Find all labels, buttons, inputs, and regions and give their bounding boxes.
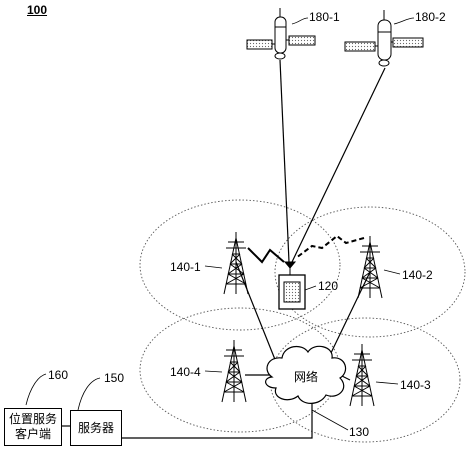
label-180-1: 180-1 <box>309 10 340 24</box>
label-150: 150 <box>104 371 125 385</box>
client-text-line1: 位置服务 <box>8 412 57 426</box>
label-180-2: 180-2 <box>415 10 446 24</box>
satellite-icon <box>344 10 424 67</box>
coverage-cell-140-1 <box>139 199 341 331</box>
cell-tower-icon <box>221 340 247 403</box>
satellite-link-180-1 <box>279 59 290 263</box>
leader-120 <box>304 285 317 291</box>
coverage-cell-140-2 <box>274 206 466 338</box>
label-140-4: 140-4 <box>170 365 201 379</box>
label-140-1: 140-1 <box>170 260 201 274</box>
label-130: 130 <box>349 425 370 439</box>
location-service-client-box: 位置服务 客户端 <box>4 408 62 446</box>
satellite-icon <box>246 8 316 60</box>
mobile-device-icon <box>278 261 306 310</box>
server-text: 服务器 <box>77 420 114 435</box>
cell-tower-icon <box>223 232 249 295</box>
tower-link-140-2 <box>295 234 365 259</box>
figure-number: 100 <box>27 3 48 17</box>
cell-tower-icon <box>349 344 375 407</box>
network-text: 网络 <box>294 370 319 384</box>
label-140-2: 140-2 <box>402 268 433 282</box>
label-120: 120 <box>318 279 339 293</box>
tower-link-140-1 <box>247 247 285 264</box>
cell-tower-icon <box>357 236 383 299</box>
leader-130 <box>311 409 349 431</box>
client-text-line2: 客户端 <box>14 427 51 441</box>
server-box: 服务器 <box>70 410 122 446</box>
network-cloud <box>265 345 347 404</box>
label-140-3: 140-3 <box>400 378 431 392</box>
label-leaders <box>25 17 415 411</box>
label-160: 160 <box>48 368 69 382</box>
satellite-link-180-2 <box>291 67 386 263</box>
